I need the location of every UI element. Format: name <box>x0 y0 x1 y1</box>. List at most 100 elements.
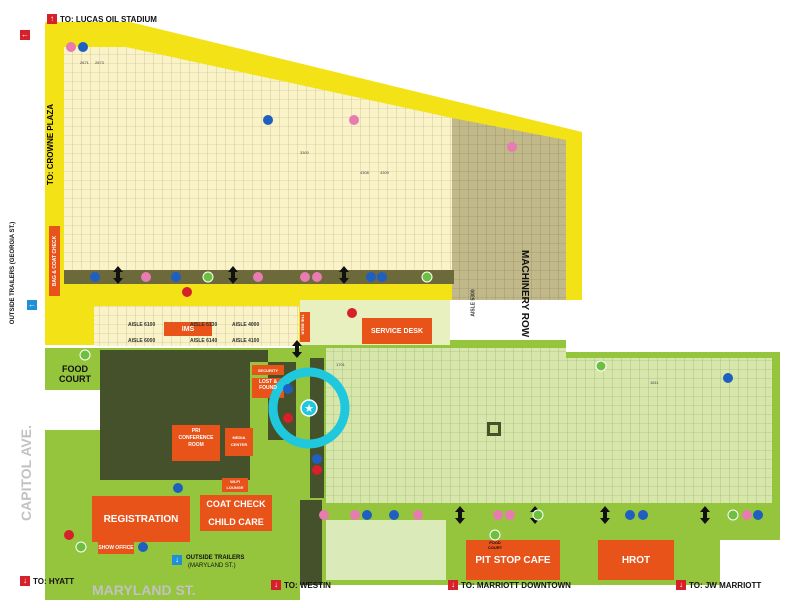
you-are-here-ring <box>268 367 350 449</box>
pit-stop-cafe-box <box>466 540 560 580</box>
media-center-line-2: CENTER <box>230 442 248 447</box>
the-beer-box <box>300 312 310 342</box>
you-are-here-marker <box>300 399 318 417</box>
center-corridor <box>300 500 322 585</box>
the-beer-line-1: THE <box>300 314 306 323</box>
down-arrow-icon: ↓ <box>676 580 686 590</box>
media-center-box <box>225 428 253 456</box>
to-jw-marriott: ↓ TO: JW MARRIOTT <box>676 580 761 590</box>
to-hyatt-label: TO: HYATT <box>33 576 75 586</box>
the-beer-label: THE BEER <box>301 314 306 334</box>
outside-trailers-maryland-label-2: (MARYLAND ST.) <box>188 563 236 569</box>
food-icons <box>75 271 739 553</box>
aisle-4100-label: AISLE 4100 <box>232 338 260 344</box>
pri-conference-line-2: CONFERENCE <box>178 435 214 441</box>
outside-trailers-maryland-label-1: OUTSIDE TRAILERS <box>186 555 245 561</box>
registration-label: REGISTRATION <box>103 513 179 525</box>
you-are-here-star: ★ <box>304 402 314 415</box>
to-westin-label: TO: WESTIN <box>284 580 331 590</box>
restroom-icons <box>66 42 752 520</box>
booth-number: 1811 <box>650 380 659 385</box>
down-arrow-icon: ↓ <box>448 580 458 590</box>
food-court-small-line-2: COURT <box>487 545 503 550</box>
aisle-6000-label: AISLE 6000 <box>128 338 156 344</box>
to-marriott-downtown-label: TO: MARRIOTT DOWNTOWN <box>461 580 571 590</box>
booth-number: 2673 <box>95 60 104 65</box>
cafe-lobby <box>326 520 446 580</box>
security-box <box>252 365 284 375</box>
down-arrow-icon: ↓ <box>271 580 281 590</box>
coat-check-label: COAT CHECK <box>206 499 266 509</box>
media-center-line-1: MEDIA <box>232 435 246 440</box>
pri-conference-line-1: PRI <box>191 428 201 434</box>
child-care-box <box>200 513 272 531</box>
wifi-lounge-box <box>222 478 248 492</box>
child-care-label: CHILD CARE <box>208 517 264 527</box>
wifi-lounge-line-2: LOUNGE <box>226 485 244 490</box>
show-office-box <box>98 542 134 554</box>
pit-stop-cafe-label: PIT STOP CAFE <box>475 554 551 566</box>
media-center-label: MEDIA CENTER <box>225 434 253 448</box>
service-desk-box <box>362 318 432 344</box>
lost-found-label: LOST & FOUND <box>252 379 284 391</box>
to-jw-marriott-label: TO: JW MARRIOTT <box>689 580 762 590</box>
to-westin: ↓ TO: WESTIN <box>271 580 331 590</box>
coat-check-box <box>200 495 272 513</box>
aisle-6140-label: AISLE 6140 <box>190 338 218 344</box>
aisle-4000-label: AISLE 4000 <box>232 322 260 328</box>
food-court-small-line-1: FOOD <box>489 540 501 545</box>
food-court-panel <box>45 350 100 388</box>
outside-trailers-georgia-label: OUTSIDE TRAILERS (GEORGIA ST.) <box>10 221 17 325</box>
bag-coat-check-label: BAG & COAT CHECK <box>52 235 59 287</box>
aisle-6130-label: AISLE 6130 <box>190 322 218 328</box>
booth-number: 4308 <box>360 170 369 175</box>
wifi-lounge-label: WI-FI LOUNGE <box>222 479 248 491</box>
service-desk-label: SERVICE DESK <box>371 327 423 335</box>
ims-label: IMS <box>181 325 195 333</box>
security-label: SECURITY <box>257 367 279 373</box>
wifi-lounge-line-1: WI-FI <box>230 479 240 484</box>
info-icons <box>78 42 763 552</box>
center-booth-area <box>326 348 566 503</box>
blue-left-arrow-icon: ← <box>27 300 37 310</box>
hall-divider <box>310 358 324 498</box>
lost-found-line-2: FOUND <box>259 385 277 391</box>
food-court-small-label: FOOD COURT <box>482 540 508 550</box>
ims-box <box>164 322 212 336</box>
the-beer-line-2: BEER <box>300 323 306 335</box>
booth-number: 4309 <box>380 170 389 175</box>
booth-number: 2671 <box>80 60 89 65</box>
east-booth-area <box>566 358 772 503</box>
up-arrow-icon: ↑ <box>47 14 57 24</box>
machinery-row-area <box>452 118 566 300</box>
to-crowne-plaza: ← <box>20 30 33 40</box>
pri-conference-line-3: ROOM <box>188 442 204 448</box>
capitol-ave-label: CAPITOL AVE. <box>17 425 34 521</box>
booth-number: 3300 <box>300 150 309 155</box>
to-hyatt: ↓ TO: HYATT <box>20 576 74 586</box>
lost-found-line-1: LOST & <box>258 379 278 385</box>
booth-number: 1701 <box>336 362 345 367</box>
food-court-line-2: COURT <box>59 374 91 384</box>
hrot-box <box>598 540 674 580</box>
to-lucas-oil-stadium: ↑ TO: LUCAS OIL STADIUM <box>47 14 157 24</box>
first-aid-icons <box>64 287 357 540</box>
elevator-icon-inner <box>490 425 498 433</box>
to-lucas-oil-label: TO: LUCAS OIL STADIUM <box>60 14 157 24</box>
left-arrow-icon: ← <box>20 30 30 40</box>
down-arrow-icon: ↓ <box>172 555 182 565</box>
pri-conference-box <box>172 425 220 461</box>
bag-coat-check-box <box>49 226 60 296</box>
machinery-row-label: MACHINERY ROW <box>519 250 530 338</box>
pri-conference-label: PRI CONFERENCE ROOM <box>172 428 220 449</box>
to-marriott-downtown: ↓ TO: MARRIOTT DOWNTOWN <box>448 580 571 590</box>
north-hall-booth-area <box>64 47 452 270</box>
hrot-label: HROT <box>621 554 651 566</box>
registration-box <box>92 496 190 542</box>
food-court-line-1: FOOD <box>62 364 88 374</box>
aisle-5300-label: AISLE 5300 <box>470 289 477 317</box>
aisle-6100-label: AISLE 6100 <box>128 322 156 328</box>
to-crowne-plaza-label: TO: CROWNE PLAZA <box>46 103 56 186</box>
show-office-label: SHOW OFFICE <box>98 545 134 551</box>
